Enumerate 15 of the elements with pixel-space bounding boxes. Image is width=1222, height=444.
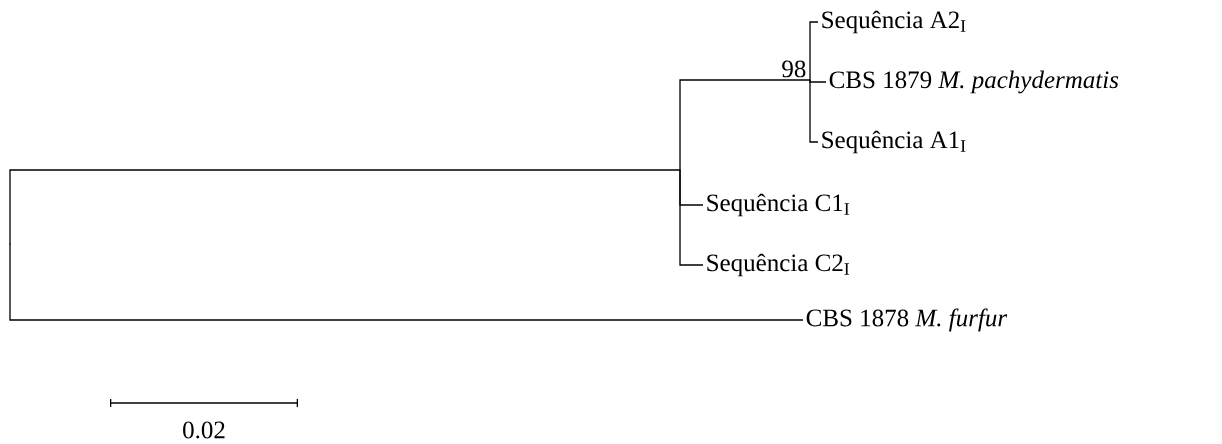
tree-branch [679,79,811,171]
taxon-label: Sequência C2$_{I}$ [707,253,850,277]
tree-branch [809,21,819,81]
tree-branch [809,79,827,83]
taxon-label: CBS 1879 M. pachydermatis [829,70,1119,94]
taxon-label: Sequência A2$_{I}$ [822,10,966,34]
tree-branch [679,169,704,266]
taxon-label: Sequência A1$_{I}$ [822,130,966,154]
tree-branch [9,169,681,245]
taxon-label: Sequência C1$_{I}$ [707,193,850,217]
scale-label: 0.02 [183,421,225,439]
bootstrap-value: 98 [782,60,806,78]
tree-branch [809,79,819,143]
taxon-label: CBS 1878 M. furfur [806,308,1008,332]
tree-branch [9,243,804,321]
